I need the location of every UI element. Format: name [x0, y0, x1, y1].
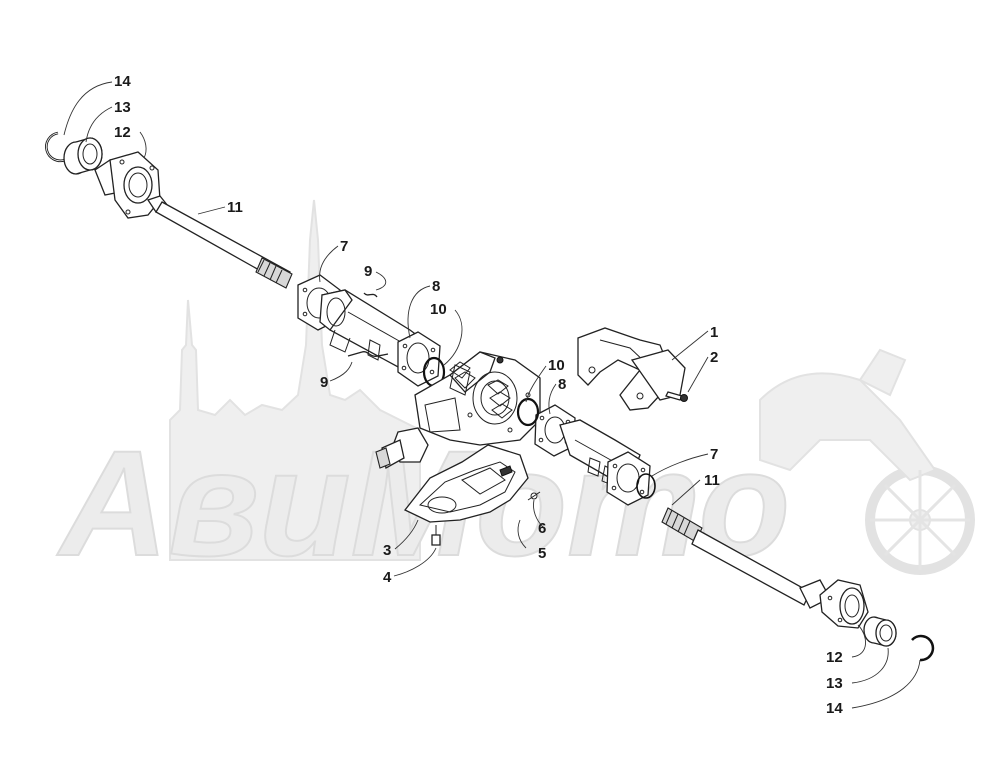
vent-hose-upper-part-9: [363, 292, 378, 298]
callout-7-left: 7: [340, 238, 348, 255]
callout-11-right: 11: [704, 472, 720, 489]
right-axle-shaft-part-11: [661, 507, 831, 609]
callout-2: 2: [710, 349, 718, 366]
callout-9-lower: 9: [320, 374, 328, 391]
left-bearing-housing-part-12: [94, 151, 161, 219]
callout-11-left: 11: [227, 199, 243, 216]
differential-housing: [414, 351, 541, 446]
right-snap-ring-part-14: [911, 634, 935, 662]
callout-14-left: 14: [114, 73, 131, 90]
left-snap-ring-part-14: [45, 131, 66, 163]
callout-5: 5: [538, 545, 546, 562]
watermark-skyline: [169, 199, 421, 561]
callout-labels: 14 13 12 11 7 9 8 10 9 1 2 10 8 7 11 6 5…: [114, 73, 843, 717]
callout-13-left: 13: [114, 99, 131, 116]
bracket-bolt-part-2: [665, 391, 688, 402]
callout-13-right: 13: [826, 675, 843, 692]
leader-lines: [63, 81, 921, 709]
right-bearing-part-13: [863, 616, 897, 647]
callout-10-left: 10: [430, 301, 447, 318]
callout-6: 6: [538, 520, 546, 537]
washer-part-5: [530, 492, 538, 500]
left-axle-shaft-part-11: [146, 195, 293, 289]
pinion-input-yoke: [375, 427, 429, 470]
callout-9-upper: 9: [364, 263, 372, 280]
callout-7-right: 7: [710, 446, 718, 463]
skid-plate-part-3: [403, 444, 529, 523]
callout-12-right: 12: [826, 649, 843, 666]
callout-3: 3: [383, 542, 391, 559]
callout-12-left: 12: [114, 124, 131, 141]
watermark-motorcycle: [759, 348, 975, 575]
callout-14-right: 14: [826, 700, 843, 717]
left-flange-part-8: [397, 331, 441, 387]
skid-plate-bolt-part-4: [431, 525, 441, 546]
bolt-part-6: [527, 491, 541, 501]
vent-hose-lower-part-9: [347, 351, 389, 357]
callout-10-right: 10: [548, 357, 565, 374]
callout-8-left: 8: [432, 278, 440, 295]
right-seal-ring: [636, 473, 656, 499]
left-bearing-part-13: [63, 137, 103, 175]
ring-gear: [449, 361, 513, 419]
callout-1: 1: [710, 324, 718, 341]
mounting-bracket-part-1: [577, 327, 686, 411]
right-o-ring-part-10: [516, 397, 540, 427]
callout-4: 4: [383, 569, 392, 586]
callout-8-right: 8: [558, 376, 566, 393]
right-gasket-part-7: [606, 451, 651, 506]
right-bearing-housing-part-12: [819, 579, 869, 629]
